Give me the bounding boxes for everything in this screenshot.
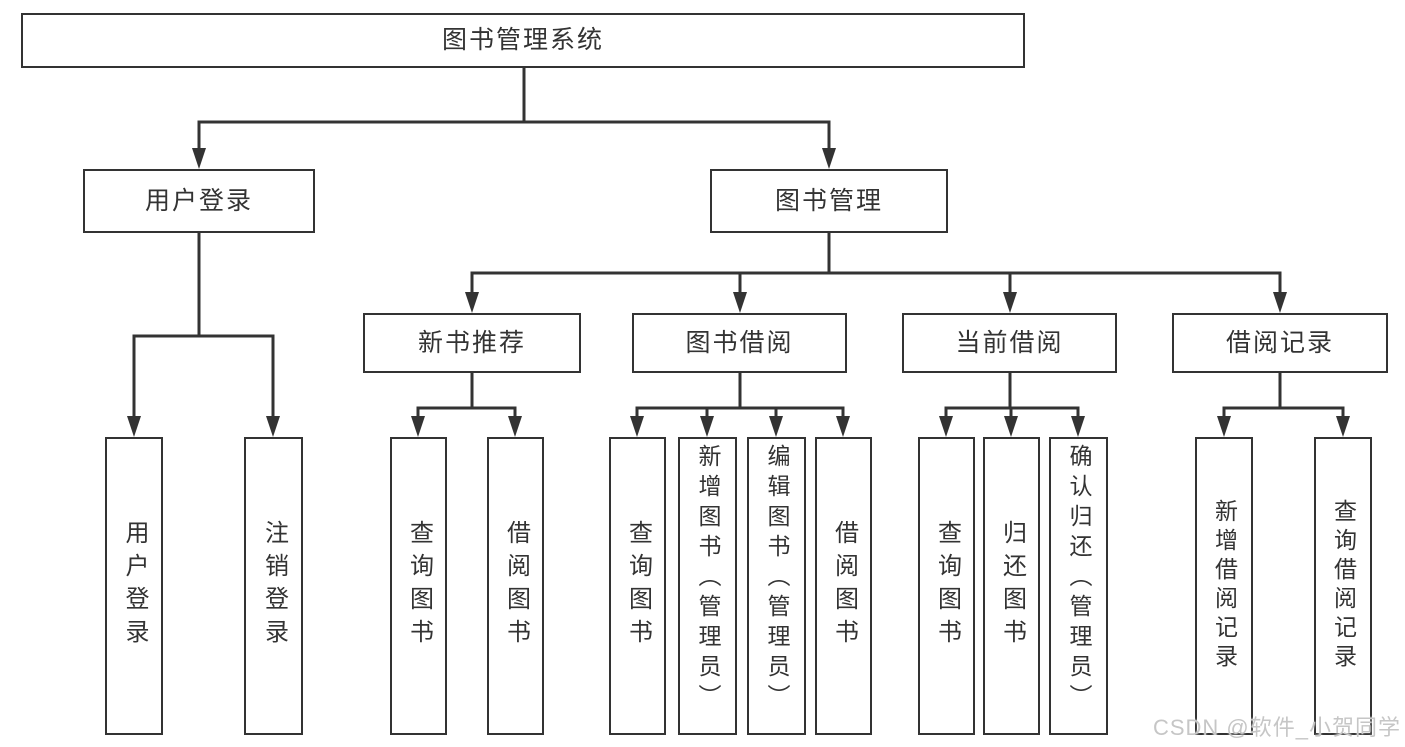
leaf-add-borrow-record: 新增借阅记录 <box>1195 437 1253 735</box>
leaf-label: 归还图书 <box>998 520 1026 652</box>
leaf-label: 新增图书（管理员） <box>695 444 721 714</box>
leaf-add-book-admin: 新增图书（管理员） <box>678 437 737 735</box>
node-library-management-system: 图书管理系统 <box>21 13 1025 68</box>
csdn-watermark: CSDN @软件_小贺同学 <box>1152 715 1401 740</box>
leaf-query-books: 查询图书 <box>918 437 975 735</box>
node-user-login: 用户登录 <box>83 169 315 233</box>
node-book-management: 图书管理 <box>710 169 948 233</box>
node-label: 图书借阅 <box>685 328 794 357</box>
leaf-label: 借阅图书 <box>502 520 530 652</box>
node-label: 用户登录 <box>144 186 253 215</box>
leaf-label: 借阅图书 <box>830 520 858 652</box>
leaf-label: 注销登录 <box>260 520 288 652</box>
leaf-query-books: 查询图书 <box>609 437 666 735</box>
leaf-return-books: 归还图书 <box>983 437 1040 735</box>
node-label: 当前借阅 <box>955 328 1064 357</box>
leaf-query-books: 查询图书 <box>390 437 447 735</box>
leaf-borrow-books: 借阅图书 <box>487 437 544 735</box>
leaf-label: 查询借阅记录 <box>1330 499 1357 673</box>
node-label: 借阅记录 <box>1225 328 1334 357</box>
leaf-edit-book-admin: 编辑图书（管理员） <box>747 437 806 735</box>
leaf-label: 查询图书 <box>405 520 433 652</box>
leaf-query-borrow-record: 查询借阅记录 <box>1314 437 1372 735</box>
leaf-user-login: 用户登录 <box>105 437 163 735</box>
leaf-label: 用户登录 <box>121 520 148 652</box>
leaf-label: 查询图书 <box>624 520 652 652</box>
leaf-label: 确认归还（管理员） <box>1066 444 1092 714</box>
leaf-confirm-return-admin: 确认归还（管理员） <box>1049 437 1108 735</box>
node-label: 新书推荐 <box>417 328 526 357</box>
node-new-book-recommendation: 新书推荐 <box>363 313 581 373</box>
leaf-label: 新增借阅记录 <box>1211 499 1238 673</box>
leaf-label: 编辑图书（管理员） <box>764 444 790 714</box>
node-label: 图书管理 <box>774 186 883 215</box>
leaf-borrow-books: 借阅图书 <box>815 437 872 735</box>
node-borrowing-records: 借阅记录 <box>1172 313 1388 373</box>
leaf-label: 查询图书 <box>933 520 961 652</box>
node-book-borrowing: 图书借阅 <box>632 313 847 373</box>
leaf-logout: 注销登录 <box>244 437 303 735</box>
node-label: 图书管理系统 <box>441 26 604 54</box>
node-current-borrowing: 当前借阅 <box>902 313 1117 373</box>
